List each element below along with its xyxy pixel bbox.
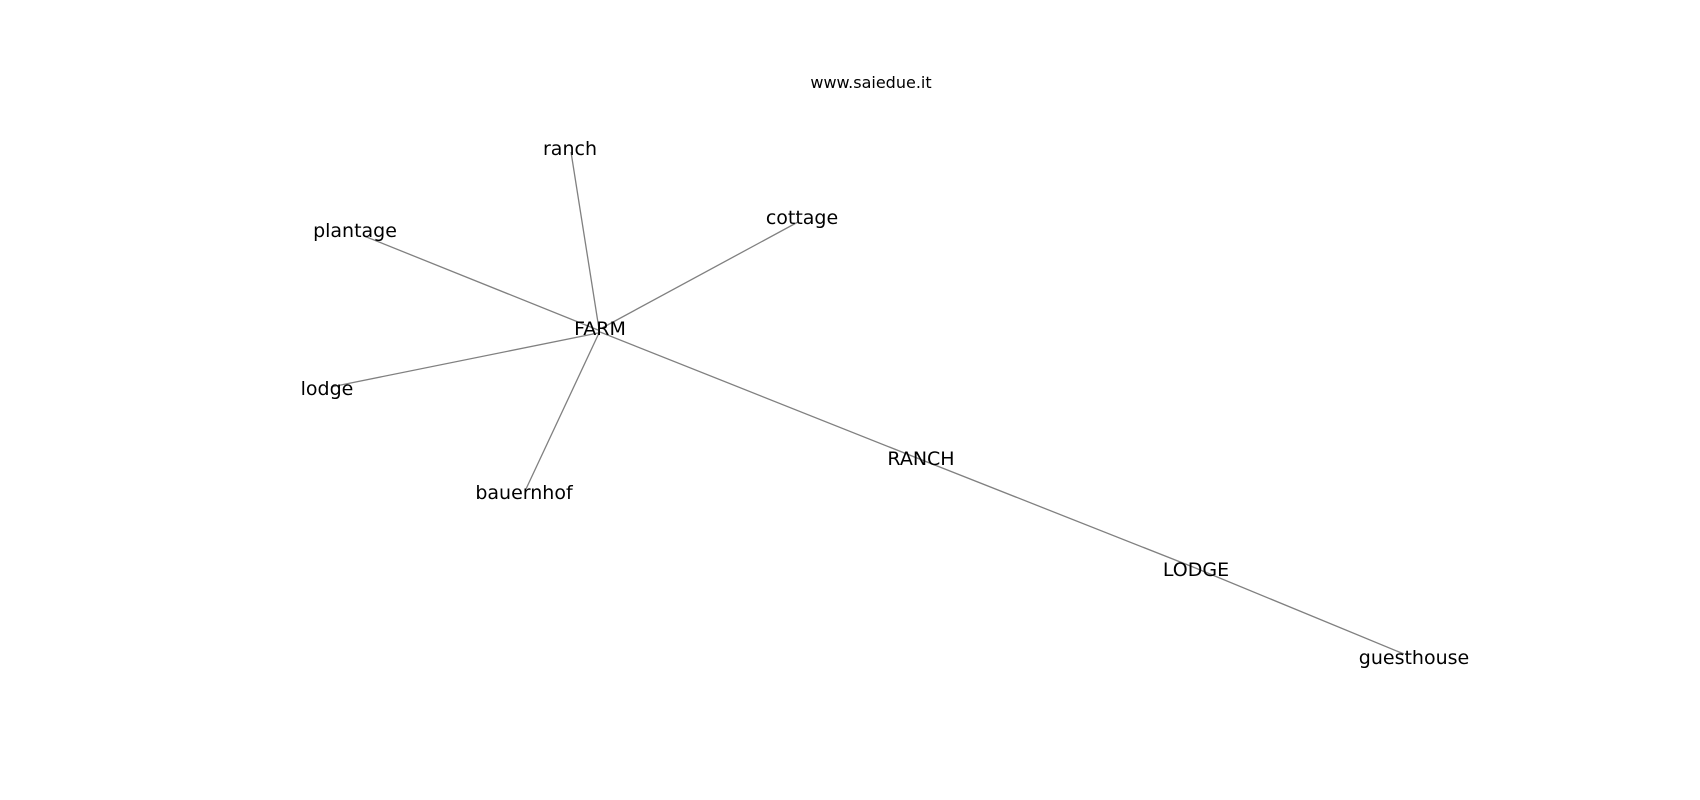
node-label-ranch-upper: RANCH bbox=[887, 448, 954, 470]
node-label-farm: FARM bbox=[574, 318, 626, 340]
nodes-group: FARM ranch plantage cottage lodge bauernhof RA… bbox=[301, 138, 1470, 669]
node-label-lodge-upper: LODGE bbox=[1163, 559, 1229, 581]
node-label-cottage: cottage bbox=[766, 207, 838, 229]
edge-farm-bauernhof bbox=[525, 332, 600, 490]
edge-lodge_upper-guesthouse bbox=[1192, 566, 1405, 655]
node-label-lodge-lower: lodge bbox=[301, 378, 354, 400]
node-label-plantage: plantage bbox=[313, 220, 397, 242]
node-label-ranch-lower: ranch bbox=[543, 138, 597, 160]
site-title: www.saiedue.it bbox=[810, 73, 931, 92]
edge-ranch_upper-lodge_upper bbox=[916, 457, 1194, 568]
edge-farm-ranch_lower bbox=[570, 151, 600, 330]
edge-farm-cottage bbox=[601, 221, 799, 329]
node-label-bauernhof: bauernhof bbox=[475, 482, 574, 504]
edge-farm-lodge_lower bbox=[330, 332, 599, 388]
edges-group bbox=[330, 151, 1405, 655]
node-label-guesthouse: guesthouse bbox=[1359, 647, 1469, 669]
edge-farm-ranch_upper bbox=[599, 331, 918, 459]
edge-farm-plantage bbox=[363, 235, 599, 331]
